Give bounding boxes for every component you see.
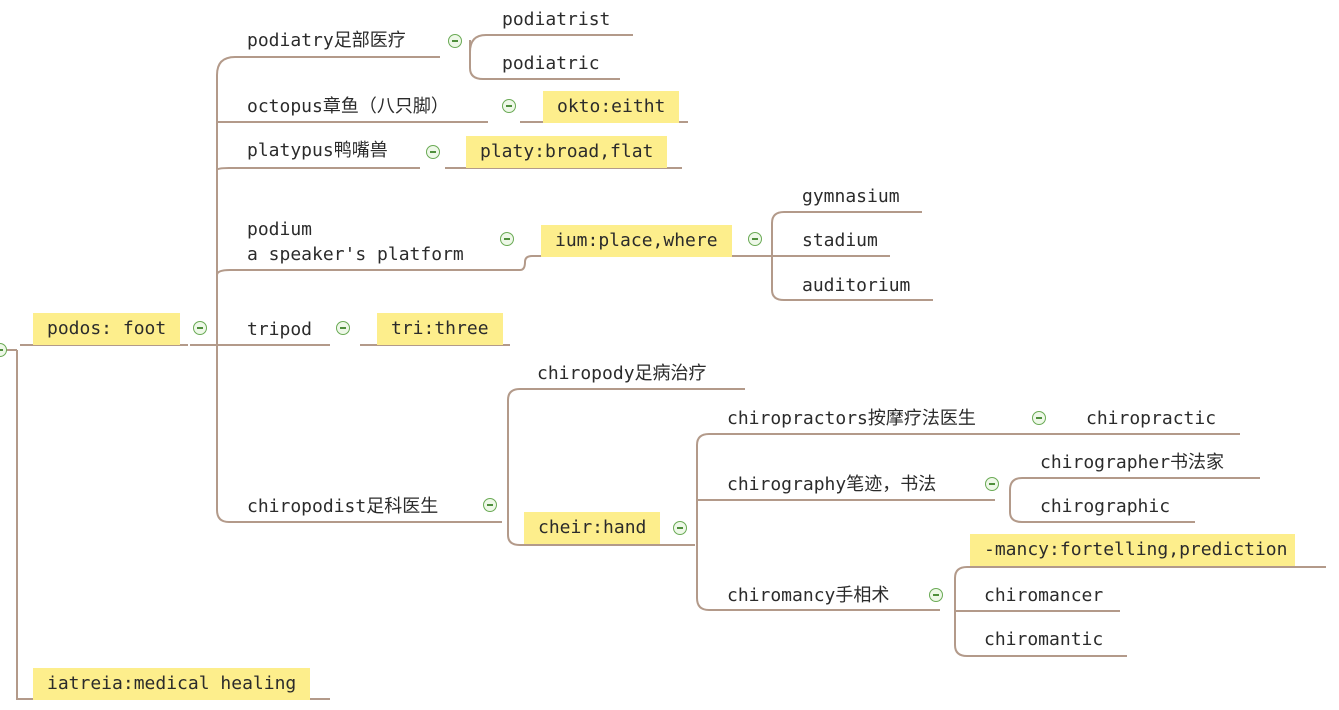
node-podium-line1: podium <box>247 219 313 240</box>
node-platypus[interactable]: platypus鸭嘴兽 <box>247 140 388 161</box>
node-chirographic[interactable]: chirographic <box>1040 496 1171 517</box>
collapse-minus-icon[interactable] <box>426 145 440 159</box>
node-podiatrist[interactable]: podiatrist <box>502 9 611 30</box>
node-gymnasium[interactable]: gymnasium <box>802 186 900 207</box>
collapse-minus-icon[interactable] <box>193 321 207 335</box>
node-platy[interactable]: platy:broad,flat <box>466 136 668 168</box>
node-podium-line2: a speaker's platform <box>247 244 464 265</box>
root-node[interactable]: podos: foot <box>33 313 181 345</box>
node-cheir[interactable]: cheir:hand <box>524 512 661 544</box>
node-chirography[interactable]: chirography笔迹，书法 <box>727 474 937 495</box>
node-podium[interactable]: podium a speaker's platform <box>247 217 464 267</box>
collapse-minus-icon[interactable] <box>483 498 497 512</box>
collapse-minus-icon[interactable] <box>673 521 687 535</box>
node-chiropractors[interactable]: chiropractors按摩疗法医生 <box>727 408 976 429</box>
collapse-minus-icon[interactable] <box>748 232 762 246</box>
node-stadium[interactable]: stadium <box>802 230 878 251</box>
node-chirographer[interactable]: chirographer书法家 <box>1040 452 1225 473</box>
node-chiropodist[interactable]: chiropodist足科医生 <box>247 496 439 517</box>
collapse-minus-icon[interactable] <box>985 477 999 491</box>
collapse-minus-icon[interactable] <box>1032 411 1046 425</box>
node-chiropractic[interactable]: chiropractic <box>1086 408 1217 429</box>
node-podiatric[interactable]: podiatric <box>502 53 600 74</box>
collapse-minus-icon[interactable] <box>929 588 943 602</box>
node-chiromancy[interactable]: chiromancy手相术 <box>727 585 890 606</box>
node-auditorium[interactable]: auditorium <box>802 275 911 296</box>
collapse-minus-icon[interactable] <box>502 99 516 113</box>
node-chiromantic[interactable]: chiromantic <box>984 629 1104 650</box>
collapse-minus-icon[interactable] <box>448 34 462 48</box>
collapse-minus-icon[interactable] <box>500 232 514 246</box>
node-okto[interactable]: okto:eitht <box>543 91 680 123</box>
node-mancy[interactable]: -mancy:fortelling,prediction <box>970 534 1296 566</box>
collapse-minus-icon[interactable] <box>336 321 350 335</box>
node-tripod[interactable]: tripod <box>247 319 313 340</box>
node-iatreia[interactable]: iatreia:medical healing <box>33 668 311 700</box>
node-chiropody[interactable]: chiropody足病治疗 <box>537 363 707 384</box>
node-chiromancer[interactable]: chiromancer <box>984 585 1104 606</box>
node-podiatry[interactable]: podiatry足部医疗 <box>247 30 406 51</box>
node-octopus[interactable]: octopus章鱼（八只脚） <box>247 96 449 117</box>
node-tri[interactable]: tri:three <box>377 313 503 345</box>
node-ium[interactable]: ium:place,where <box>541 225 732 257</box>
